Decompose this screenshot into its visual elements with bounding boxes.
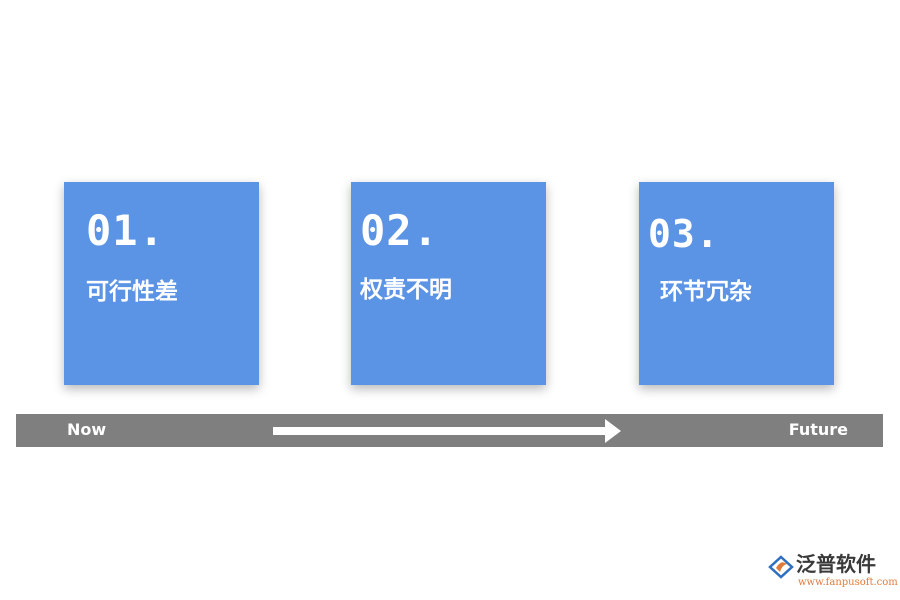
timeline-end-label: Future	[788, 420, 848, 439]
card-title: 可行性差	[86, 279, 178, 305]
logo-name: 泛普软件	[796, 552, 876, 576]
card-number: 01.	[86, 206, 165, 255]
card-03: 03. 环节冗杂	[639, 182, 834, 385]
timeline-start-label: Now	[67, 420, 107, 439]
brand-logo: 泛普软件 www.fanpusoft.com	[768, 552, 898, 593]
right-arrow-icon	[273, 419, 621, 443]
card-number: 02.	[360, 206, 439, 255]
card-02: 02. 权责不明	[351, 182, 546, 385]
timeline-bar: Now Future	[16, 414, 883, 447]
logo-url: www.fanpusoft.com	[798, 577, 898, 588]
card-title: 权责不明	[360, 277, 452, 303]
card-01: 01. 可行性差	[64, 182, 259, 385]
card-number: 03.	[648, 212, 720, 256]
fanpu-logo-icon	[768, 555, 794, 579]
card-title: 环节冗杂	[660, 279, 752, 305]
